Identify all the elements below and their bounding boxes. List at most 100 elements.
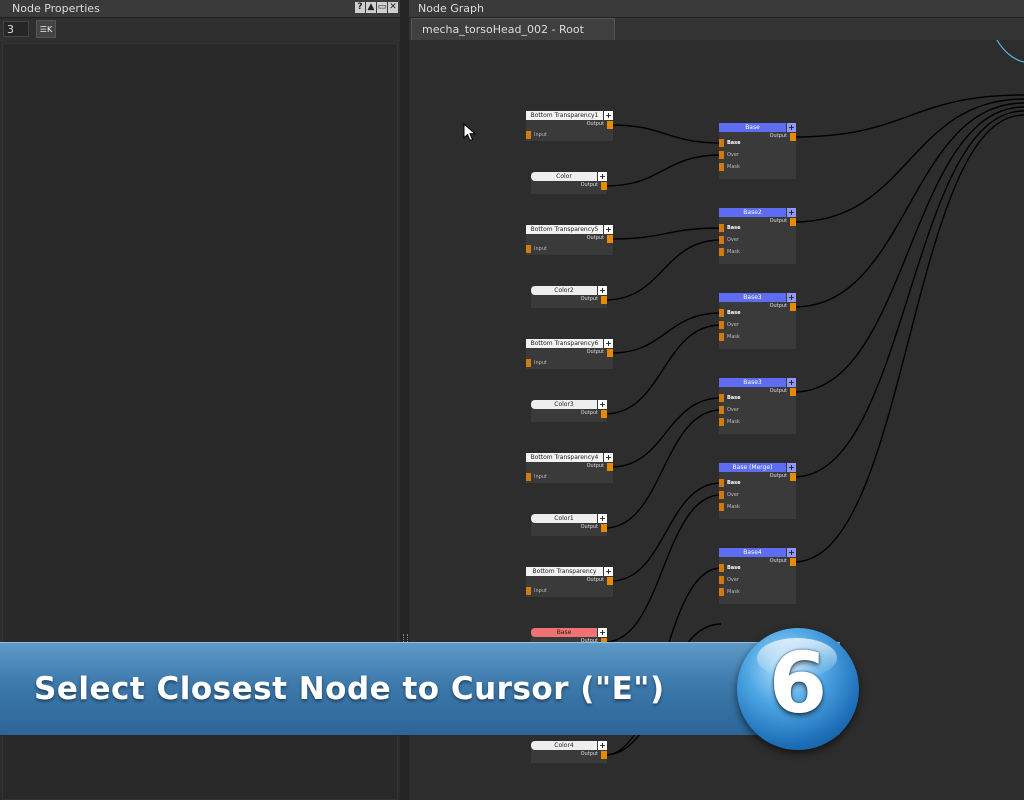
panel-splitter[interactable] (400, 0, 409, 800)
merge-node-title: Base3 (719, 293, 786, 302)
wire (793, 114, 1024, 563)
output-port[interactable] (607, 235, 613, 243)
add-icon[interactable]: + (604, 453, 613, 462)
input-port[interactable] (719, 151, 724, 159)
input-label: Over (727, 407, 740, 413)
input-port[interactable] (719, 564, 724, 572)
input-port[interactable] (719, 588, 724, 596)
input-port[interactable] (526, 587, 531, 595)
input-port[interactable] (719, 479, 724, 487)
output-port[interactable] (607, 349, 613, 357)
output-port[interactable] (601, 524, 607, 532)
input-label: Over (727, 577, 740, 583)
wire (604, 154, 722, 187)
input-port[interactable] (526, 473, 531, 481)
collapse-icon[interactable]: ▲ (366, 2, 376, 13)
add-icon[interactable]: + (604, 111, 613, 120)
input-port[interactable] (719, 224, 724, 232)
help-icon[interactable]: ? (355, 2, 365, 13)
input-port[interactable] (526, 131, 531, 139)
add-icon[interactable]: + (604, 567, 613, 576)
source-node[interactable]: Color1+Output (531, 514, 607, 536)
panel-controls: ? ▲ ▭ ✕ (355, 2, 398, 13)
input-port[interactable] (526, 359, 531, 367)
output-label: Output (586, 577, 604, 583)
add-icon[interactable]: + (787, 123, 796, 132)
node-properties-header: Node Properties ? ▲ ▭ ✕ (0, 0, 400, 18)
input-port[interactable] (719, 321, 724, 329)
close-icon[interactable]: ✕ (388, 2, 398, 13)
output-port[interactable] (601, 182, 607, 190)
output-label: Output (769, 133, 787, 139)
input-label: Base (727, 565, 741, 571)
output-port[interactable] (790, 388, 796, 396)
banner-text: Select Closest Node to Cursor ("E") (34, 671, 665, 707)
input-port[interactable] (719, 236, 724, 244)
add-icon[interactable]: + (787, 208, 796, 217)
node-count-field[interactable]: 3 (3, 21, 29, 37)
input-port[interactable] (719, 248, 724, 256)
maximize-icon[interactable]: ▭ (377, 2, 387, 13)
output-port[interactable] (790, 303, 796, 311)
output-port[interactable] (601, 410, 607, 418)
add-icon[interactable]: + (598, 514, 607, 523)
add-icon[interactable]: + (787, 463, 796, 472)
add-icon[interactable]: + (787, 293, 796, 302)
add-icon[interactable]: + (604, 339, 613, 348)
node-title: Bottom Transparency1 (526, 111, 603, 120)
output-port[interactable] (790, 218, 796, 226)
add-icon[interactable]: + (598, 172, 607, 181)
input-port[interactable] (526, 245, 531, 253)
output-port[interactable] (601, 751, 607, 759)
output-port[interactable] (607, 577, 613, 585)
input-port[interactable] (719, 418, 724, 426)
source-node[interactable]: Color4+Output (531, 741, 607, 763)
menu-button[interactable]: ☰K (36, 20, 56, 38)
splitter-grip-icon[interactable] (403, 634, 408, 644)
wire (793, 102, 1024, 308)
add-icon[interactable]: + (598, 741, 607, 750)
output-label: Output (769, 473, 787, 479)
input-port[interactable] (719, 309, 724, 317)
wire (604, 494, 722, 643)
mouse-cursor-icon (463, 123, 477, 142)
add-icon[interactable]: + (598, 286, 607, 295)
add-icon[interactable]: + (604, 225, 613, 234)
source-node[interactable]: Color2+Output (531, 286, 607, 308)
add-icon[interactable]: + (598, 628, 607, 637)
tab-root[interactable]: mecha_torsoHead_002 - Root (411, 18, 615, 40)
input-port[interactable] (719, 333, 724, 341)
node-title: Base (531, 628, 597, 637)
output-port[interactable] (607, 121, 613, 129)
output-port[interactable] (790, 473, 796, 481)
input-port[interactable] (719, 503, 724, 511)
input-port[interactable] (719, 394, 724, 402)
output-port[interactable] (790, 558, 796, 566)
input-port[interactable] (719, 406, 724, 414)
add-icon[interactable]: + (598, 400, 607, 409)
input-port[interactable] (719, 576, 724, 584)
add-icon[interactable]: + (787, 378, 796, 387)
node-title: Color2 (531, 286, 597, 295)
input-port[interactable] (719, 163, 724, 171)
input-port[interactable] (719, 139, 724, 147)
output-port[interactable] (601, 296, 607, 304)
input-label: Mask (727, 419, 740, 425)
input-port[interactable] (719, 491, 724, 499)
output-port[interactable] (790, 133, 796, 141)
output-port[interactable] (607, 463, 613, 471)
source-node[interactable]: Color3+Output (531, 400, 607, 422)
add-icon[interactable]: + (787, 548, 796, 557)
source-node[interactable]: Color+Output (531, 172, 607, 194)
